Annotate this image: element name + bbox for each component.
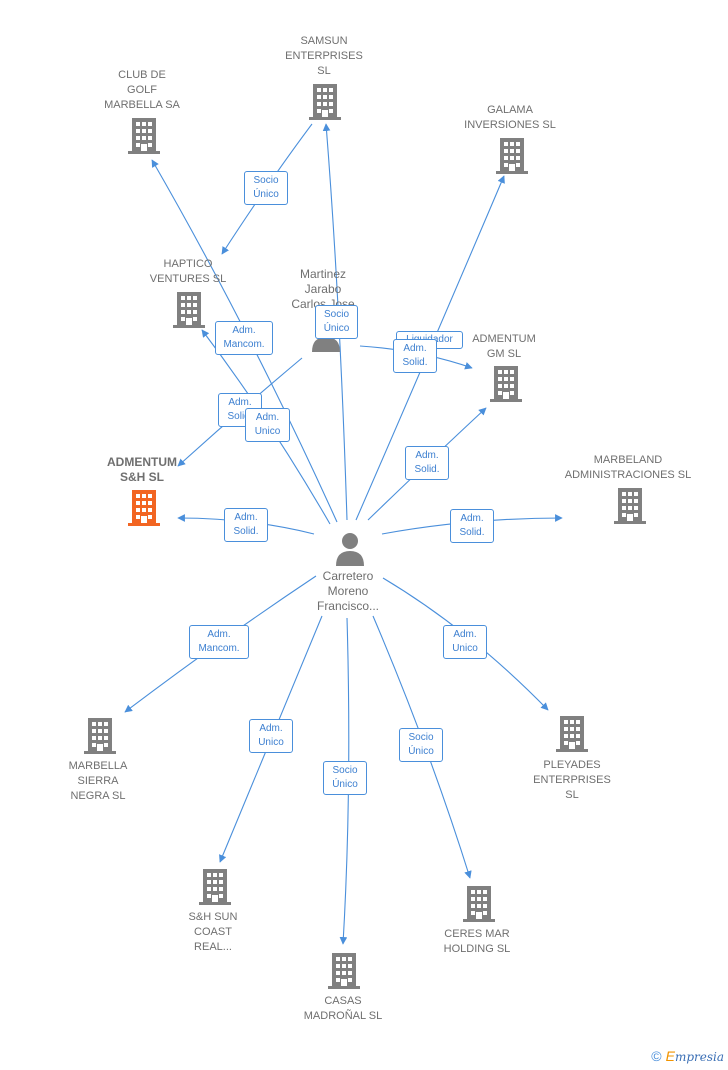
admentum-sh-building-icon[interactable] bbox=[128, 490, 160, 531]
club-golf-building-icon[interactable] bbox=[128, 118, 160, 159]
haptico-label[interactable]: HAPTICO VENTURES SL bbox=[149, 258, 227, 285]
edge-label-carretero-admgm: Adm. Solid. bbox=[405, 446, 449, 480]
samsun-label[interactable]: SAMSUN ENTERPRISES SL bbox=[285, 35, 363, 77]
sh-sun-label[interactable]: S&H SUN COAST REAL... bbox=[188, 911, 238, 953]
marbeland-label[interactable]: MARBELAND ADMINISTRACIONES SL bbox=[564, 454, 692, 481]
pleyades-label[interactable]: PLEYADES ENTERPRISES SL bbox=[533, 759, 611, 801]
galama-label[interactable]: GALAMA INVERSIONES SL bbox=[464, 104, 556, 131]
galama-building-icon[interactable] bbox=[496, 138, 528, 179]
sh-sun-building-icon[interactable] bbox=[199, 869, 231, 910]
casas-label[interactable]: CASAS MADROÑAL SL bbox=[303, 995, 383, 1022]
haptico-building-icon[interactable] bbox=[173, 292, 205, 333]
admentum-gm-label[interactable]: ADMENTUM GM SL bbox=[472, 333, 536, 360]
edge-label-martinez-admgm: Adm. Solid. bbox=[393, 339, 437, 373]
brand-initial: E bbox=[665, 1048, 675, 1064]
ceres-label[interactable]: CERES MAR HOLDING SL bbox=[443, 928, 511, 955]
admentum-gm-building-icon[interactable] bbox=[490, 366, 522, 407]
edge-label-carretero-haptico: Adm. Unico bbox=[245, 408, 290, 442]
carretero-person-icon[interactable] bbox=[334, 532, 366, 571]
pleyades-building-icon[interactable] bbox=[556, 716, 588, 757]
edge-label-carretero-pleyades: Adm. Unico bbox=[443, 625, 487, 659]
edge-label-carretero-marbella: Adm. Mancom. bbox=[189, 625, 249, 659]
carretero-label[interactable]: Carretero Moreno Francisco... bbox=[316, 569, 379, 613]
marbella-sierra-building-icon[interactable] bbox=[84, 718, 116, 759]
edge-label-martinez-samsun: Socio Único bbox=[315, 305, 358, 339]
copyright-symbol: © bbox=[651, 1048, 662, 1064]
brand-name: mpresia bbox=[674, 1050, 724, 1064]
edge-label-carretero-shsun: Adm. Unico bbox=[249, 719, 293, 753]
marbeland-building-icon[interactable] bbox=[614, 488, 646, 529]
casas-building-icon[interactable] bbox=[328, 953, 360, 994]
edge-label-carretero-admsh: Adm. Solid. bbox=[224, 508, 268, 542]
empresia-logo[interactable]: ©Empresia bbox=[651, 1048, 724, 1064]
edge-label-martinez-club: Adm. Mancom. bbox=[215, 321, 273, 355]
edge-label-carretero-casas: Socio Único bbox=[323, 761, 367, 795]
marbella-sierra-label[interactable]: MARBELLA SIERRA NEGRA SL bbox=[68, 760, 128, 802]
club-golf-label[interactable]: CLUB DE GOLF MARBELLA SA bbox=[104, 69, 180, 111]
edge-label-carretero-marbeland: Adm. Solid. bbox=[450, 509, 494, 543]
samsun-building-icon[interactable] bbox=[309, 84, 341, 125]
edge-label-carretero-ceres: Socio Único bbox=[399, 728, 443, 762]
ceres-building-icon[interactable] bbox=[463, 886, 495, 927]
edge-label-samsun-haptico: Socio Único bbox=[244, 171, 288, 205]
admentum-sh-label[interactable]: ADMENTUM S&H SL bbox=[107, 455, 177, 484]
